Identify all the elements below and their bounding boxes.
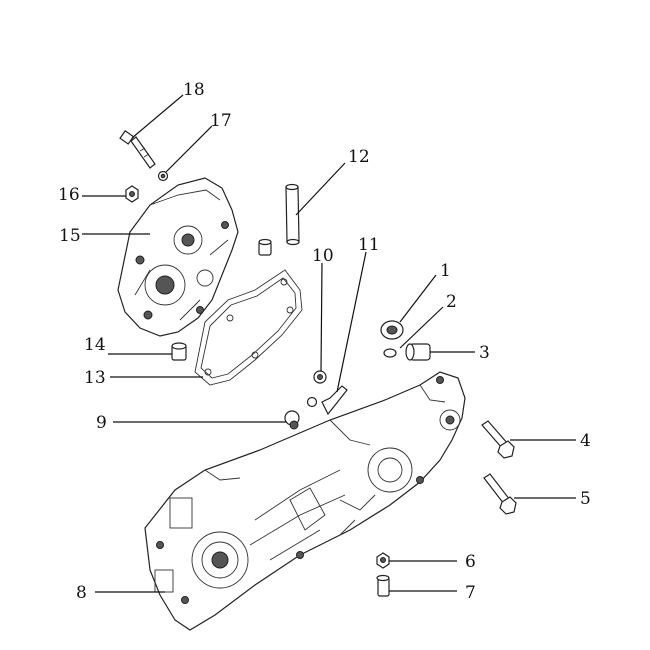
callout-7: 7 [465,583,476,603]
callout-17: 17 [210,111,232,131]
callout-4: 4 [580,431,591,451]
part-10-fitting [313,370,327,384]
callout-9: 9 [96,413,107,433]
part-11-lever [306,385,348,416]
part-15-crankcase-cover [117,177,239,337]
leader-lines [82,94,576,593]
callout-labels: 1 2 3 4 5 6 7 8 9 10 11 12 13 14 15 16 1… [58,80,591,603]
part-6-nut [376,552,390,569]
callout-6: 6 [465,552,476,572]
callout-10: 10 [312,246,334,266]
part-bushing [258,238,272,256]
part-1-oil-seal [380,320,404,340]
callout-13: 13 [84,368,106,388]
part-5-bolt [483,473,517,515]
callout-2: 2 [446,292,457,312]
callout-18: 18 [183,80,205,100]
callout-5: 5 [580,489,591,509]
part-8-crankcase [144,371,466,631]
callout-1: 1 [440,261,451,281]
part-18-bolt [119,130,156,169]
callout-11: 11 [358,235,380,255]
callout-12: 12 [348,147,370,167]
callout-15: 15 [59,226,81,246]
part-12-dowel-pin [285,183,300,246]
part-2-circlip [383,348,397,358]
part-17-washer [157,170,169,182]
part-3-sleeve [405,343,431,361]
callout-16: 16 [58,185,80,205]
part-16-nut [125,185,139,203]
part-9-plug [284,410,300,430]
callout-14: 14 [84,335,106,355]
callout-8: 8 [76,583,87,603]
part-7-stud [376,574,390,597]
callout-3: 3 [479,343,490,363]
part-4-bolt [481,420,515,459]
part-13-gasket [194,269,303,386]
part-14-bushing [171,342,187,361]
